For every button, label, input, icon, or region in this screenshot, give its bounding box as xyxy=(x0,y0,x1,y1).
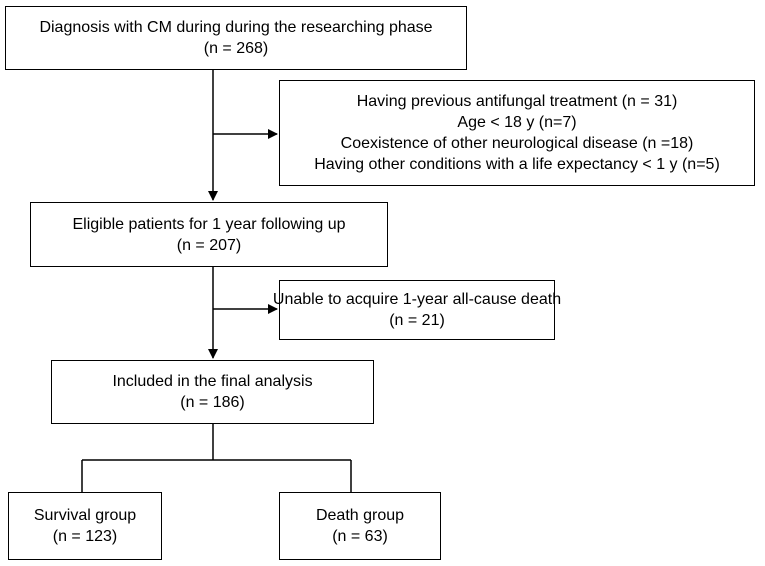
exclusion-age: Age < 18 y (n=7) xyxy=(457,114,577,131)
survival-group-box: Survival group (n = 123) xyxy=(8,492,162,560)
death-group-count: (n = 63) xyxy=(332,528,388,545)
survival-group-label: Survival group xyxy=(33,507,137,524)
diagnosis-box: Diagnosis with CM during during the rese… xyxy=(5,6,467,70)
lost-followup-box: Unable to acquire 1-year all-cause death… xyxy=(273,280,561,340)
exclusion-life-expectancy: Having other conditions with a life expe… xyxy=(314,156,720,173)
included-label: Included in the final analysis xyxy=(112,373,313,390)
included-box: Included in the final analysis (n = 186) xyxy=(51,360,374,424)
survival-group-count: (n = 123) xyxy=(52,528,118,545)
death-group-label: Death group xyxy=(315,507,405,524)
included-count: (n = 186) xyxy=(180,394,245,411)
exclusion-box: Having previous antifungal treatment (n … xyxy=(279,80,755,186)
eligible-count: (n = 207) xyxy=(176,236,242,254)
lost-followup-label: Unable to acquire 1-year all-cause death xyxy=(272,291,562,308)
death-group-box: Death group (n = 63) xyxy=(279,492,441,560)
exclusion-neurological: Coexistence of other neurological diseas… xyxy=(340,135,694,152)
eligible-label: Eligible patients for 1 year following u… xyxy=(72,215,346,233)
diagnosis-label: Diagnosis with CM during during the rese… xyxy=(39,19,433,36)
eligible-box: Eligible patients for 1 year following u… xyxy=(30,202,388,267)
diagnosis-count: (n = 268) xyxy=(203,40,269,57)
lost-followup-count: (n = 21) xyxy=(389,312,445,329)
exclusion-antifungal: Having previous antifungal treatment (n … xyxy=(356,93,678,110)
